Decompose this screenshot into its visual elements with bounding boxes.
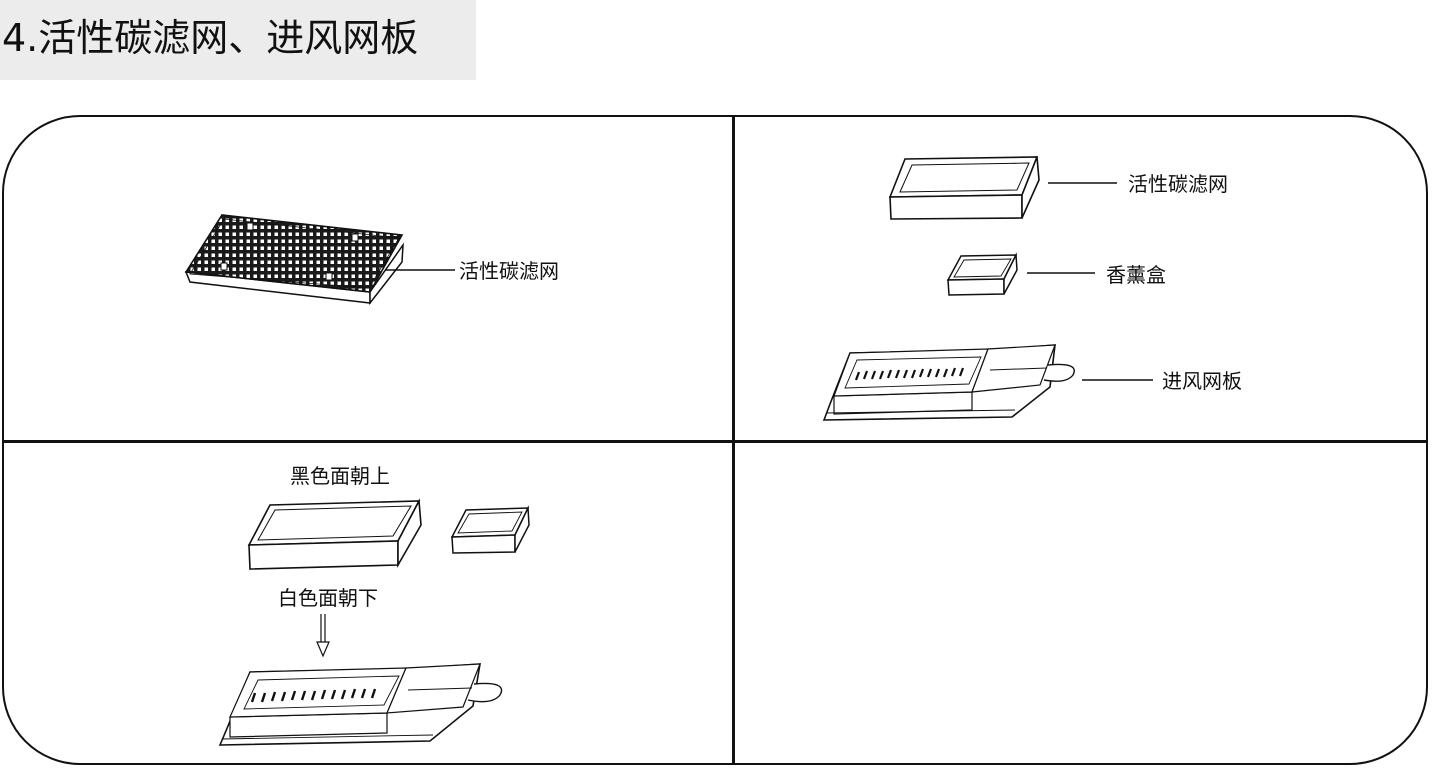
carbon-filter-label: 活性碳滤网 (459, 259, 559, 283)
carbon-filter-mesh-illustration (184, 214, 404, 306)
black-side-up-label: 黑色面朝上 (290, 464, 390, 488)
intake-plate-illustration-install (218, 663, 503, 746)
page-title: 4.活性碳滤网、进风网板 (2, 16, 419, 60)
intake-plate-label: 进风网板 (1162, 369, 1242, 393)
title-bar: 4.活性碳滤网、进风网板 (0, 0, 476, 80)
carbon-filter-label: 活性碳滤网 (1128, 172, 1228, 196)
carbon-filter-illustration (888, 156, 1040, 220)
carbon-filter-illustration-install (247, 498, 422, 570)
down-arrow (316, 614, 330, 658)
aroma-box-illustration (946, 252, 1018, 296)
white-side-down-label: 白色面朝下 (278, 586, 378, 610)
aroma-box-illustration-install (450, 505, 530, 554)
intake-plate-illustration (822, 344, 1075, 421)
aroma-box-label: 香薰盒 (1106, 263, 1166, 287)
panel-divider-horizontal (3, 440, 1427, 443)
